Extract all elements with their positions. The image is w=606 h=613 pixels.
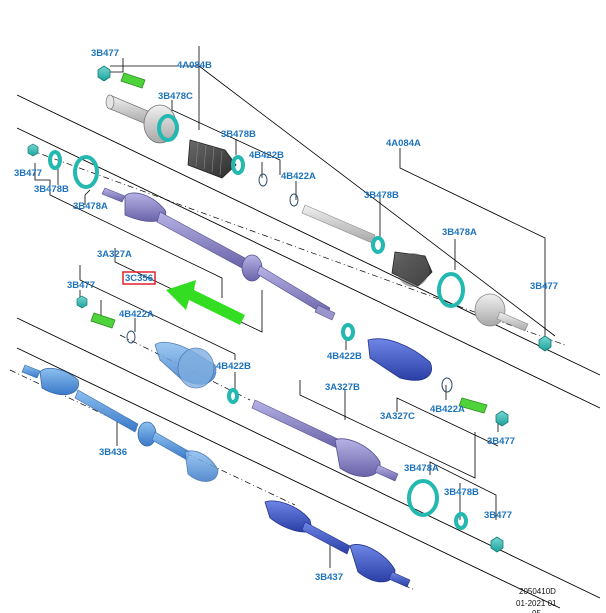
label-4B422B: 4B422B (249, 150, 284, 161)
right-middle-assembly (251, 323, 509, 482)
label-3A327C: 3A327C (380, 411, 415, 422)
label-4B422A: 4B422A (119, 309, 154, 320)
nut-part (97, 65, 111, 82)
part-labels: 3B477 4A084B 3B478C 3B478B 4B422B 4B422A… (14, 48, 558, 583)
label-3B477: 3B477 (67, 280, 95, 291)
label-3B478A: 3B478A (73, 201, 108, 212)
dark-boot-part (391, 251, 433, 287)
top-assembly (97, 65, 552, 352)
reference-suffix: 05 (532, 609, 541, 613)
label-3B478A: 3B478A (404, 463, 439, 474)
label-4B422A: 4B422A (281, 171, 316, 182)
label-3B477: 3B477 (487, 436, 515, 447)
label-3B478C: 3B478C (158, 91, 193, 102)
reference-block: 2050410D 01-2021 01 05 (516, 587, 557, 613)
label-4A084B: 4A084B (177, 60, 212, 71)
label-3B477: 3B477 (484, 510, 512, 521)
panel-frame-lines (16, 94, 601, 609)
label-3A327A: 3A327A (97, 249, 132, 260)
label-4B422A: 4B422A (430, 404, 465, 415)
label-4B422B: 4B422B (216, 361, 251, 372)
white-joint-part (474, 293, 529, 332)
black-boot-part (187, 139, 237, 179)
label-3B477: 3B477 (91, 48, 119, 59)
green-clip-part (120, 72, 146, 89)
reference-date: 01-2021 01 (516, 599, 557, 608)
highlight-box (122, 271, 156, 285)
leader-lines (34, 46, 556, 568)
label-3B437: 3B437 (315, 572, 343, 583)
label-3C356: 3C356 (125, 273, 153, 284)
label-3B478B: 3B478B (34, 184, 69, 195)
reference-code: 2050410D (519, 587, 556, 596)
label-3B436: 3B436 (99, 447, 127, 458)
label-3B478A: 3B478A (442, 227, 477, 238)
label-3B477: 3B477 (14, 168, 42, 179)
label-3A327B: 3A327B (325, 382, 360, 393)
bottom-right-assembly (264, 479, 504, 588)
label-4A084A: 4A084A (386, 138, 421, 149)
purple-shaft-assembly (27, 143, 336, 321)
middle-joint-assembly (76, 295, 239, 404)
label-3B478B: 3B478B (364, 190, 399, 201)
label-3B478B: 3B478B (221, 129, 256, 140)
stub-shaft-part (105, 94, 179, 144)
label-4B422B: 4B422B (327, 351, 362, 362)
green-arrow (166, 280, 245, 325)
label-3B477: 3B477 (530, 281, 558, 292)
label-3B478B: 3B478B (444, 487, 479, 498)
blue-lower-shaft (21, 364, 219, 482)
